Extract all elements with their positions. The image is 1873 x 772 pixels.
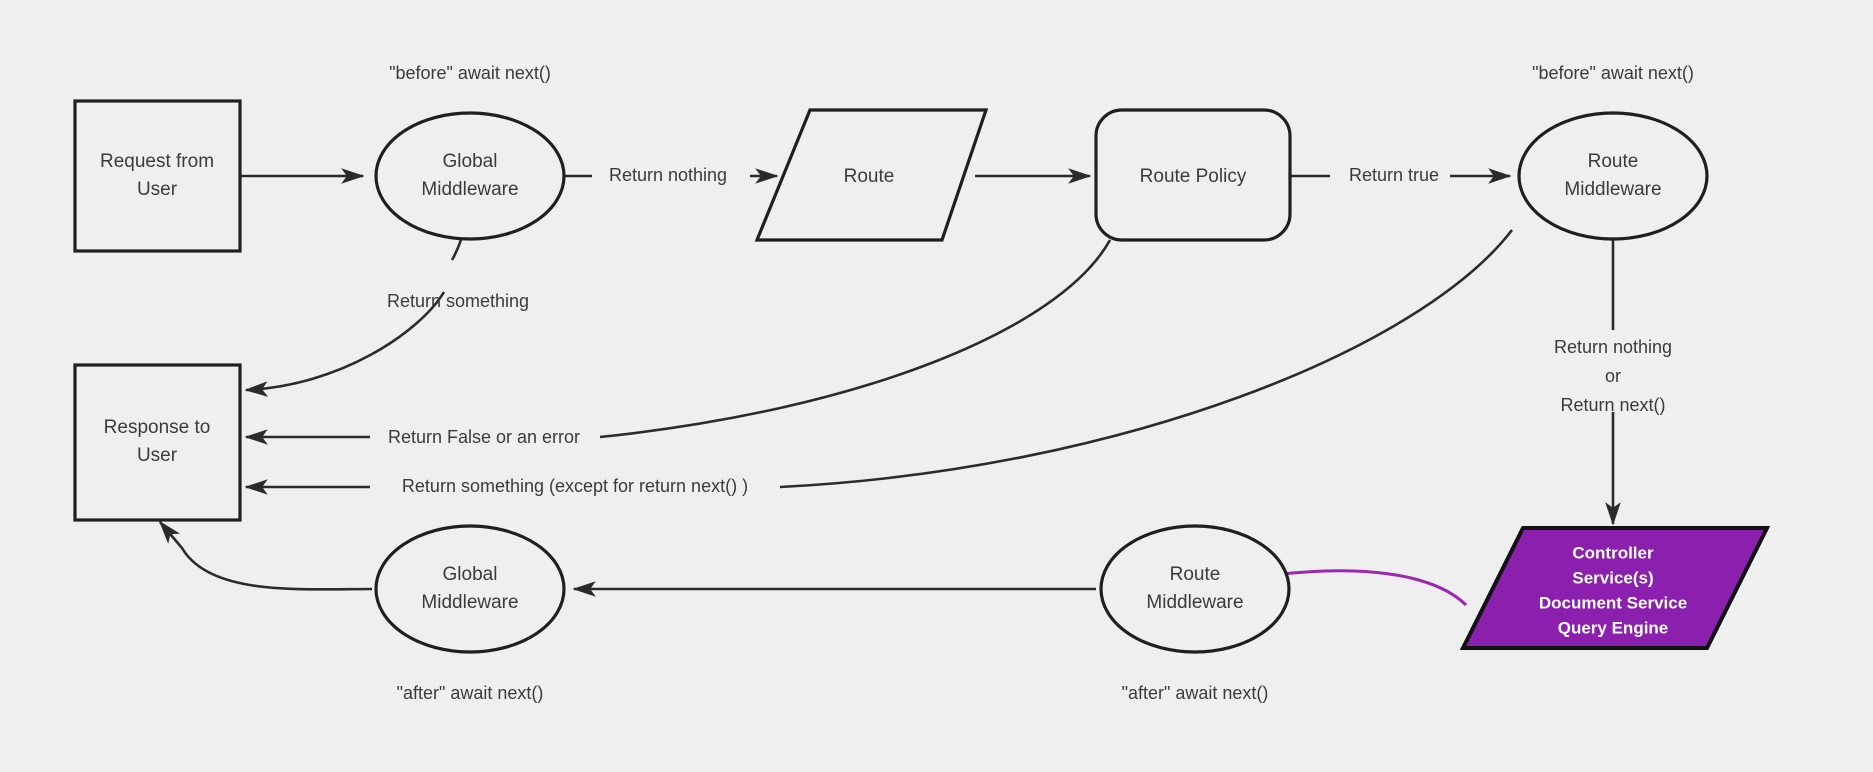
node-global-middleware-bottom[interactable]: Global Middleware [374,524,566,654]
node-route-middleware-bottom[interactable]: Route Middleware [1099,524,1291,654]
node-route-policy[interactable]: Route Policy [1094,108,1292,242]
edge-global-middleware-bottom-to-response [158,520,373,591]
edge-label-return-something-except: Return something (except for return next… [402,476,748,496]
edge-global-middleware-return-something-lower [244,291,446,397]
route-policy-label: Route Policy [1140,166,1247,187]
response-to-user-line1: Response to [104,417,211,438]
route-label: Route [844,166,895,187]
annotation-after-await-next-left: "after" await next() [397,683,544,703]
edge-label-return-nothing-or-next-line1: Return nothing [1554,337,1672,357]
global-middleware-bottom-line1: Global [443,564,498,585]
node-global-middleware-top[interactable]: Global Middleware [374,111,566,241]
controller-line2: Service(s) [1572,568,1653,587]
edge-label-return-false-or-error: Return False or an error [388,427,580,447]
annotation-before-await-next-right: "before" await next() [1532,63,1694,83]
annotation-before-await-next-left: "before" await next() [389,63,551,83]
controller-line1: Controller [1572,543,1654,562]
global-middleware-top-line1: Global [443,151,498,172]
edge-route-policy-return-false-curve [599,239,1112,439]
request-from-user-line1: Request from [100,151,214,172]
route-middleware-top-line2: Middleware [1564,179,1661,200]
node-controller-services[interactable]: Controller Service(s) Document Service Q… [1459,526,1771,650]
controller-line4: Query Engine [1558,618,1669,637]
request-from-user-line2: User [137,179,178,200]
global-middleware-bottom-line2: Middleware [421,592,518,613]
edge-label-return-nothing: Return nothing [609,165,727,185]
node-route[interactable]: Route [754,108,989,242]
annotation-after-await-next-right: "after" await next() [1122,683,1269,703]
route-middleware-bottom-line2: Middleware [1146,592,1243,613]
global-middleware-top-line2: Middleware [421,179,518,200]
edge-route-middleware-return-something-curve [779,229,1514,489]
node-request-from-user[interactable]: Request from User [73,99,242,253]
edge-label-return-something: Return something [387,291,529,311]
route-middleware-top-line1: Route [1588,151,1639,172]
node-route-middleware-top[interactable]: Route Middleware [1517,111,1709,241]
route-middleware-bottom-line1: Route [1170,564,1221,585]
response-to-user-line2: User [137,445,178,466]
edge-label-return-true: Return true [1349,165,1439,185]
controller-line3: Document Service [1539,593,1687,612]
edge-label-return-nothing-or-next-line3: Return next() [1560,395,1665,415]
node-response-to-user[interactable]: Response to User [73,363,242,522]
edge-label-return-nothing-or-next-line2: or [1605,366,1621,386]
